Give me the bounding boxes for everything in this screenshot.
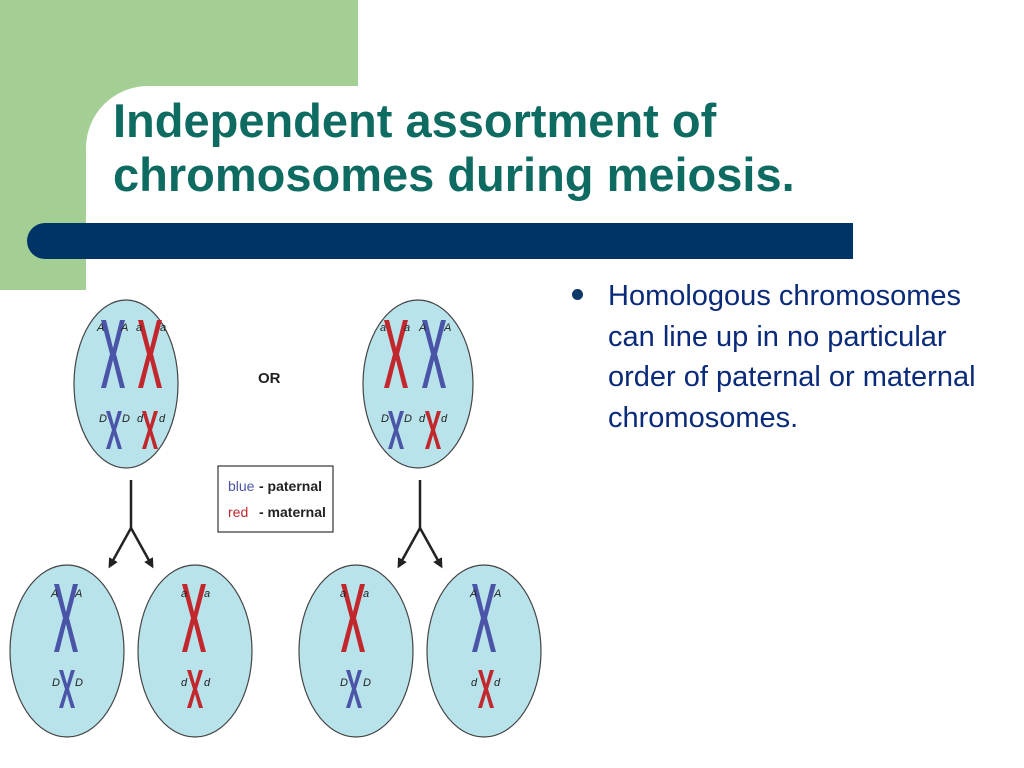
allele-label: A bbox=[418, 322, 426, 334]
allele-label: a bbox=[340, 588, 346, 600]
allele-label: D bbox=[99, 413, 107, 425]
bullet-dot-icon bbox=[572, 289, 583, 300]
allele-label: A bbox=[469, 588, 477, 600]
parent-cell-right: a a A A D D d d bbox=[362, 299, 474, 469]
color-legend: blue - paternal red - maternal bbox=[217, 465, 334, 533]
legend-paternal-color: blue bbox=[228, 478, 255, 494]
allele-label: a bbox=[136, 322, 142, 334]
allele-label: A bbox=[443, 322, 451, 334]
allele-label: A bbox=[50, 588, 58, 600]
allele-label: d bbox=[204, 677, 211, 689]
legend-paternal-label: - paternal bbox=[259, 478, 322, 494]
allele-label: d bbox=[471, 677, 478, 689]
allele-label: A bbox=[74, 588, 82, 600]
legend-maternal-color: red bbox=[228, 504, 248, 520]
allele-label: a bbox=[380, 322, 386, 334]
parent-cell-left: A A a a D D d d bbox=[73, 299, 179, 469]
split-arrow-right bbox=[397, 480, 443, 569]
daughter-cell: A A d d bbox=[426, 564, 542, 738]
allele-label: d bbox=[494, 677, 501, 689]
meiosis-diagram: A A a a D D d d a a A A D D d d OR blue … bbox=[9, 299, 542, 738]
allele-label: A bbox=[96, 322, 104, 334]
allele-label: d bbox=[159, 413, 166, 425]
allele-label: A bbox=[120, 322, 128, 334]
allele-label: A bbox=[493, 588, 501, 600]
allele-label: D bbox=[340, 677, 348, 689]
daughter-cell: a a D D bbox=[298, 564, 414, 738]
allele-label: a bbox=[204, 588, 210, 600]
daughter-cell: A A D D bbox=[9, 564, 125, 738]
allele-label: a bbox=[363, 588, 369, 600]
allele-label: D bbox=[122, 413, 130, 425]
daughter-cell: a a d d bbox=[137, 564, 253, 738]
allele-label: D bbox=[404, 413, 412, 425]
allele-label: d bbox=[181, 677, 188, 689]
allele-label: d bbox=[419, 413, 426, 425]
allele-label: D bbox=[381, 413, 389, 425]
or-label: OR bbox=[258, 370, 281, 387]
title-underline-bar bbox=[27, 223, 853, 259]
allele-label: a bbox=[404, 322, 410, 334]
allele-label: D bbox=[363, 677, 371, 689]
allele-label: a bbox=[181, 588, 187, 600]
slide-title: Independent assortment of chromosomes du… bbox=[113, 94, 795, 201]
allele-label: D bbox=[52, 677, 60, 689]
allele-label: d bbox=[441, 413, 448, 425]
split-arrow-left bbox=[108, 480, 154, 569]
allele-label: d bbox=[137, 413, 144, 425]
allele-label: a bbox=[160, 322, 166, 334]
legend-maternal-label: - maternal bbox=[259, 504, 326, 520]
allele-label: D bbox=[75, 677, 83, 689]
bullet-item: Homologous chromosomes can line up in no… bbox=[608, 280, 976, 434]
